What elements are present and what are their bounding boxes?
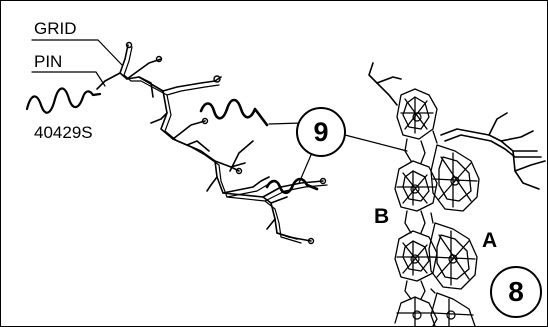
component-details — [410, 112, 460, 320]
component-stack-b — [394, 88, 438, 326]
label-underlines — [31, 39, 123, 87]
callout-8: 8 — [490, 266, 542, 318]
grid-branch-right — [368, 62, 546, 190]
part-number-label: 40429S — [34, 123, 93, 142]
component-stack-a — [428, 130, 480, 326]
callout-9-leaders — [268, 122, 408, 184]
side-a-label: A — [482, 229, 498, 252]
grid-branch-left-shadow — [123, 46, 328, 244]
grid-branch-left — [96, 44, 324, 242]
pin-in-tree — [199, 98, 319, 195]
pin-label: PIN — [34, 52, 63, 71]
grid-knobs — [125, 41, 327, 245]
pin-sample-icon — [25, 87, 102, 114]
callout-9: 9 — [296, 107, 346, 157]
side-b-label: B — [374, 205, 390, 228]
grid-label: GRID — [34, 19, 77, 38]
